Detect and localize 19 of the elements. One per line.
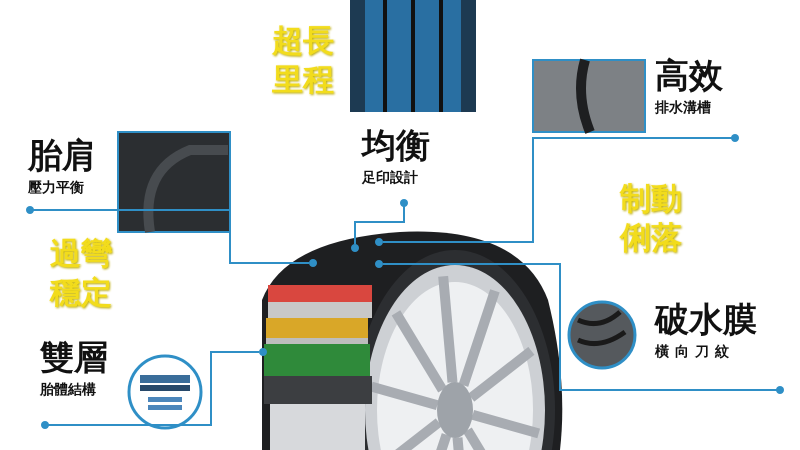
tire-point-dot [259,348,267,356]
feature-subtitle: 橫向刀紋 [655,343,735,362]
feature-subtitle: 胎體結構 [40,381,96,400]
feature-heading: 胎肩 [28,138,96,176]
benefit-label: 超長里程 [272,22,335,100]
feature-heading: 破水膜 [655,302,757,340]
feature-subtitle: 足印設計 [362,169,418,188]
leader-line [26,206,309,264]
feature-subtitle: 壓力平衡 [28,179,84,198]
leader-line [383,134,739,243]
leader-line [354,199,408,244]
feature-heading: 雙層 [40,340,108,378]
leader-line [41,351,259,429]
feature-heading: 均衡 [362,128,430,166]
leader-line [383,263,784,394]
feature-subtitle: 排水溝槽 [655,99,711,118]
feature-heading: 高效 [655,58,723,96]
benefit-label: 制動俐落 [620,180,683,258]
benefit-label: 過彎穩定 [50,235,114,312]
